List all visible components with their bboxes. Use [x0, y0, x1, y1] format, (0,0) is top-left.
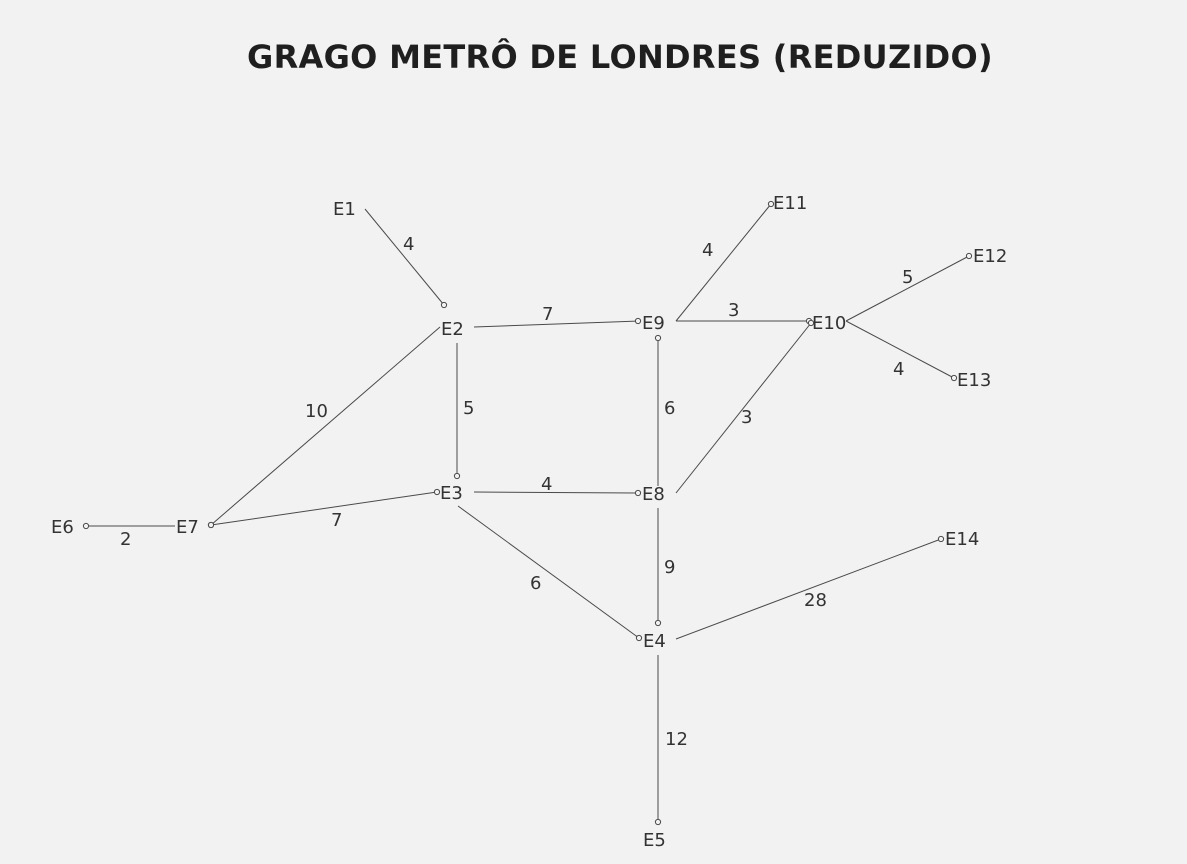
edge-weight-e3-e8: 4 — [541, 474, 552, 495]
node-label-e14: E14 — [945, 529, 979, 550]
edge-weight-e2-e9: 7 — [542, 304, 553, 325]
edge-weight-e9-e11: 4 — [702, 240, 713, 261]
edge-weight-e4-e5: 12 — [665, 729, 688, 750]
edge-endpoint-e10-e13 — [950, 374, 958, 382]
edge-e9-e11 — [675, 203, 772, 322]
node-label-e3: E3 — [440, 483, 463, 504]
edge-endpoint-e8-e4 — [654, 619, 662, 627]
edge-endpoint-e10-e12 — [965, 252, 973, 260]
edge-e2-e9 — [473, 320, 639, 328]
edge-weight-e3-e4: 6 — [530, 573, 541, 594]
edge-endpoint-e2-e9 — [634, 317, 642, 325]
edge-endpoint-e3-e8 — [634, 489, 642, 497]
node-label-e6: E6 — [51, 517, 74, 538]
edge-weight-e4-e14: 28 — [804, 590, 827, 611]
edge-e3-e8 — [473, 491, 639, 494]
node-label-e12: E12 — [973, 246, 1007, 267]
edge-weight-e2-e7: 10 — [305, 401, 328, 422]
edge-e1-e2 — [364, 208, 445, 306]
edge-endpoint-e9-e8 — [654, 334, 662, 342]
edge-weight-e6-e7: 2 — [120, 529, 131, 550]
edge-e4-e14 — [675, 538, 942, 640]
node-label-e11: E11 — [773, 193, 807, 214]
edge-weight-e9-e8: 6 — [664, 398, 675, 419]
edge-weight-e3-e7: 7 — [331, 510, 342, 531]
edge-e8-e10 — [675, 322, 812, 494]
edge-endpoint-e1-e2 — [440, 301, 448, 309]
edge-weight-e8-e4: 9 — [664, 557, 675, 578]
node-label-e4: E4 — [643, 631, 666, 652]
endpoints-layer — [82, 200, 973, 826]
node-label-e8: E8 — [642, 484, 665, 505]
edge-weight-e10-e13: 4 — [893, 359, 904, 380]
edge-e3-e7 — [210, 491, 438, 526]
node-label-e13: E13 — [957, 370, 991, 391]
node-label-e9: E9 — [642, 313, 665, 334]
edge-e2-e7 — [210, 326, 441, 526]
edge-weight-e2-e3: 5 — [463, 398, 474, 419]
edge-endpoint-e8-e10 — [807, 319, 815, 327]
edge-endpoint-e9-e11 — [767, 200, 775, 208]
edges-layer — [86, 203, 970, 822]
edge-e3-e4 — [457, 505, 640, 639]
diagram-title: GRAGO METRÔ DE LONDRES (REDUZIDO) — [247, 38, 993, 76]
edge-e10-e13 — [845, 320, 955, 379]
edge-endpoint-e3-e7 — [433, 488, 441, 496]
edge-endpoint-e2-e3 — [453, 472, 461, 480]
edge-weight-e1-e2: 4 — [403, 234, 414, 255]
node-label-e10: E10 — [812, 313, 846, 334]
edge-endpoint-e3-e4 — [635, 634, 643, 642]
edge-weight-e10-e12: 5 — [902, 267, 913, 288]
node-label-e2: E2 — [441, 319, 464, 340]
edge-endpoint-e3-e7 — [207, 521, 215, 529]
edge-endpoint-e4-e14 — [937, 535, 945, 543]
node-label-e1: E1 — [333, 199, 356, 220]
edge-endpoint-e6-e7 — [82, 522, 90, 530]
edge-weight-e9-e10: 3 — [728, 300, 739, 321]
edge-endpoint-e4-e5 — [654, 818, 662, 826]
node-label-e7: E7 — [176, 517, 199, 538]
edge-e10-e12 — [845, 255, 970, 322]
node-label-e5: E5 — [643, 830, 666, 851]
edge-weight-e8-e10: 3 — [741, 407, 752, 428]
